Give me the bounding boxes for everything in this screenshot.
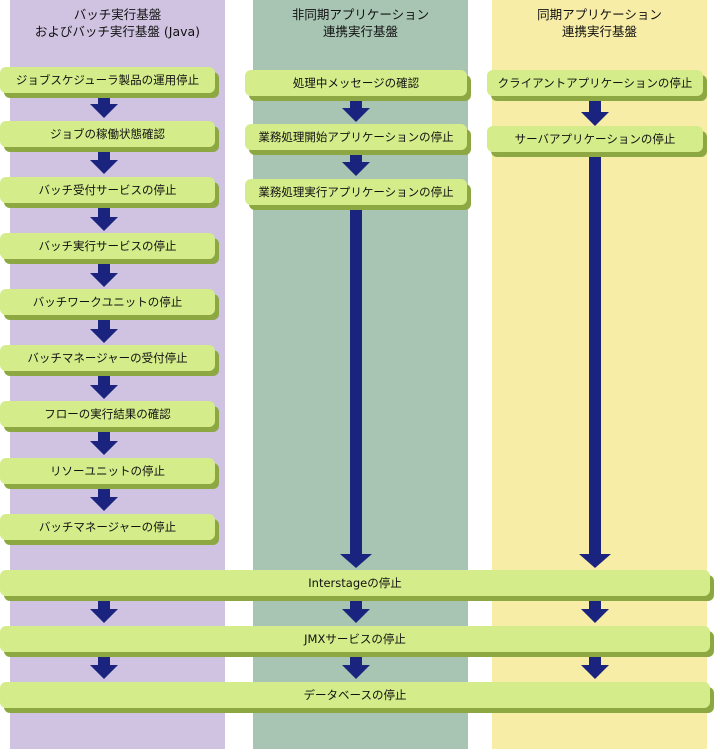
arrow-down-icon (90, 657, 118, 679)
step-label: 業務処理実行アプリケーションの停止 (258, 185, 454, 199)
step-label: 処理中メッセージの確認 (292, 76, 420, 90)
async-step-box: 業務処理開始アプリケーションの停止 (245, 124, 467, 150)
batch-step-box: ジョブの稼働状態確認 (0, 121, 215, 147)
batch-step-box: バッチマネージャーの受付停止 (0, 345, 215, 371)
step-label: ジョブの稼働状態確認 (50, 127, 165, 141)
long-arrow-down-icon (579, 155, 611, 568)
arrow-down-icon (90, 263, 118, 287)
async-step-box: 処理中メッセージの確認 (245, 70, 467, 96)
column-async-header: 非同期アプリケーション 連携実行基盤 (253, 6, 468, 40)
step-label: データベースの停止 (303, 688, 407, 702)
step-label: ジョブスケジューラ製品の運用停止 (15, 73, 200, 87)
arrow-down-icon (90, 319, 118, 343)
common-step-box: Interstageの停止 (0, 570, 710, 596)
batch-step-box: フローの実行結果の確認 (0, 401, 215, 427)
arrow-down-icon (342, 100, 370, 122)
arrow-down-icon (581, 100, 609, 126)
sync-arrows (579, 100, 611, 679)
batch-step-box: ジョブスケジューラ製品の運用停止 (0, 67, 215, 93)
arrow-down-icon (90, 207, 118, 231)
arrow-down-icon (342, 657, 370, 679)
batch-step-box: バッチ実行サービスの停止 (0, 233, 215, 259)
step-label: クライアントアプリケーションの停止 (497, 76, 693, 90)
arrow-down-icon (90, 375, 118, 399)
step-label: JMXサービスの停止 (304, 632, 406, 646)
arrow-down-icon (90, 150, 118, 174)
arrow-down-icon (342, 601, 370, 623)
arrow-down-icon (581, 657, 609, 679)
arrow-down-icon (90, 94, 118, 118)
step-label: リソーユニットの停止 (50, 464, 165, 478)
batch-step-box: バッチワークユニットの停止 (0, 289, 215, 315)
step-label: バッチワークユニットの停止 (32, 295, 183, 309)
step-label: Interstageの停止 (308, 576, 402, 590)
step-label: バッチマネージャーの受付停止 (27, 351, 188, 365)
column-sync-header-line1: 同期アプリケーション (537, 7, 662, 22)
step-label: フローの実行結果の確認 (44, 407, 171, 421)
long-arrow-down-icon (340, 210, 372, 568)
column-async-header-line1: 非同期アプリケーション (291, 7, 430, 22)
column-batch-header-line1: バッチ実行基盤 (73, 7, 162, 22)
sync-step-box: クライアントアプリケーションの停止 (487, 70, 703, 96)
step-label: バッチ実行サービスの停止 (38, 239, 177, 253)
arrow-down-icon (342, 154, 370, 176)
arrow-down-icon (90, 431, 118, 455)
common-step-box: データベースの停止 (0, 682, 710, 708)
async-step-box: 業務処理実行アプリケーションの停止 (245, 179, 467, 205)
step-label: バッチ受付サービスの停止 (38, 183, 177, 197)
batch-step-box: バッチマネージャーの停止 (0, 514, 215, 540)
batch-arrows (90, 94, 118, 679)
column-batch-header: バッチ実行基盤 およびバッチ実行基盤 (Java) (10, 6, 225, 40)
column-async-header-line2: 連携実行基盤 (322, 24, 398, 39)
batch-step-box: リソーユニットの停止 (0, 458, 215, 484)
column-sync-header: 同期アプリケーション 連携実行基盤 (492, 6, 707, 40)
step-label: サーバアプリケーションの停止 (514, 132, 676, 146)
column-batch-header-line2: およびバッチ実行基盤 (Java) (34, 24, 201, 39)
common-step-box: JMXサービスの停止 (0, 626, 710, 652)
batch-step-box: バッチ受付サービスの停止 (0, 177, 215, 203)
arrow-down-icon (581, 601, 609, 623)
step-label: 業務処理開始アプリケーションの停止 (258, 130, 454, 144)
sync-step-box: サーバアプリケーションの停止 (487, 126, 703, 152)
arrow-down-icon (90, 601, 118, 623)
step-label: バッチマネージャーの停止 (38, 520, 177, 534)
column-sync-header-line2: 連携実行基盤 (561, 24, 637, 39)
async-arrows (340, 100, 372, 679)
arrow-down-icon (90, 487, 118, 511)
